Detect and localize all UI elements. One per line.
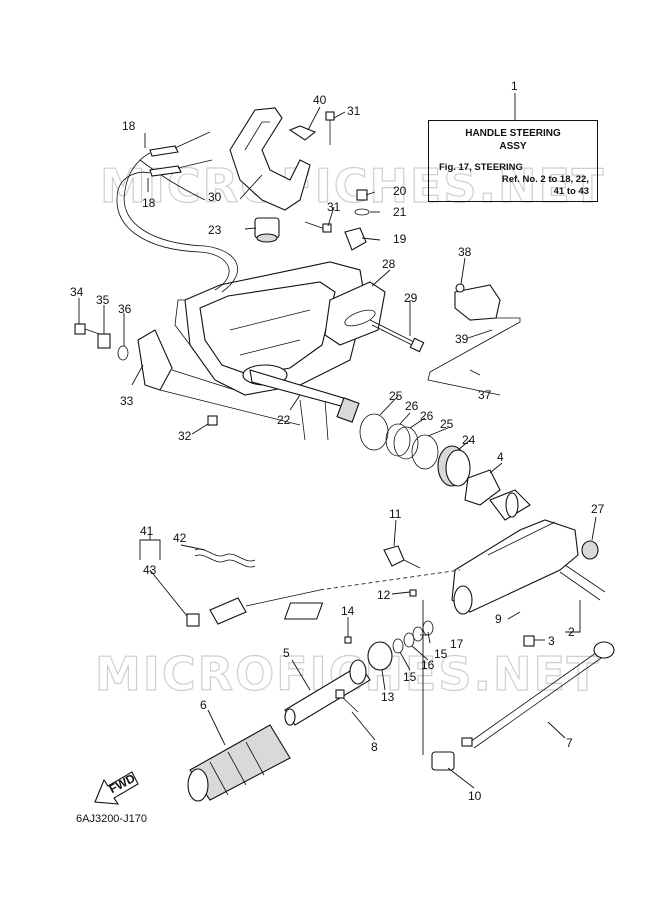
bolt-34 [74,323,86,335]
clip-43 [186,613,200,627]
callout-3: 3 [548,634,555,648]
bushing-13 [367,641,393,671]
washer-21 [354,208,370,216]
callout-40: 40 [313,93,327,107]
callout-13: 13 [381,690,395,704]
callout-5: 5 [283,646,290,660]
callout-8: 8 [371,740,378,754]
callout-1: 1 [511,79,518,93]
callout-25b: 25 [440,417,454,431]
callout-15b: 15 [434,647,448,661]
screw-20 [356,189,368,201]
ring-set [359,413,501,506]
callout-29: 29 [404,291,418,305]
callout-41: 41 [140,524,154,538]
fwd-arrow: FWD [94,771,139,805]
callout-16: 16 [421,658,435,672]
callout-18a: 18 [122,119,136,133]
lever-plate [324,281,386,346]
swivel-bracket [174,261,366,441]
throttle-cables [116,131,239,293]
callout-19: 19 [393,232,407,246]
callout-24: 24 [462,433,476,447]
callout-9: 9 [495,612,502,626]
callout-26b: 26 [420,409,434,423]
callout-31a: 31 [347,104,361,118]
callout-6: 6 [200,698,207,712]
steering-handle-arm [451,489,606,615]
callouts: 1 2 3 4 5 6 7 8 9 10 11 12 13 14 15 15 1… [70,79,605,803]
collar-35 [97,333,111,349]
stop-switch-assy [186,548,461,627]
callout-42: 42 [173,531,187,545]
callout-34: 34 [70,285,84,299]
callout-10: 10 [468,789,482,803]
callout-14: 14 [341,604,355,618]
callout-32: 32 [178,429,192,443]
throttle-grip [187,724,291,802]
joint-10 [431,751,455,771]
callout-28: 28 [382,257,396,271]
throttle-shaft [284,659,371,726]
callout-7: 7 [566,736,573,750]
reference-title-line1: HANDLE STEERING [465,128,561,139]
screw-32 [207,415,218,426]
bolt-3 [523,635,535,647]
plate-9 [283,602,324,620]
callout-27: 27 [591,502,605,516]
callout-17: 17 [450,637,464,651]
reference-numbers: Ref. No. 2 to 18, 22, 41 to 43 [502,174,589,198]
callout-35: 35 [96,293,110,307]
callout-20: 20 [393,184,407,198]
callout-21: 21 [393,205,407,219]
washer-36 [117,345,129,361]
callout-26a: 26 [405,399,419,413]
callout-30: 30 [208,190,222,204]
callout-43: 43 [143,563,157,577]
clamp-19 [344,227,367,251]
steering-cable [461,641,615,749]
callout-12: 12 [377,588,391,602]
callout-22: 22 [277,413,291,427]
leader-lines [78,93,597,789]
callout-31b: 31 [327,200,341,214]
callout-38: 38 [458,245,472,259]
reference-title-line2: ASSY [499,141,527,152]
callout-4: 4 [497,450,504,464]
bolt-29 [369,319,425,353]
knob-11 [383,545,405,567]
callout-23: 23 [208,223,222,237]
callout-36: 36 [118,302,132,316]
callout-39: 39 [455,332,469,346]
callout-25a: 25 [389,389,403,403]
callout-2: 2 [568,625,575,639]
reference-figure: Fig. 17, STEERING [439,162,523,173]
callout-37: 37 [478,388,492,402]
reference-line1: Ref. No. 2 to 18, 22, [501,174,589,185]
diagram-code: 6AJ3200-J170 [76,813,147,825]
bracket-38 [427,283,521,396]
lever-33 [137,329,173,391]
callout-15a: 15 [403,670,417,684]
callout-11: 11 [389,507,402,521]
callout-33: 33 [120,394,134,408]
reference-box: HANDLE STEERING ASSY Fig. 17, STEERING R… [428,120,598,202]
watermark-top: MICROFICHES.NET [100,159,605,213]
reference-line2: 41 to 43 [553,186,589,197]
callout-18b: 18 [142,196,156,210]
